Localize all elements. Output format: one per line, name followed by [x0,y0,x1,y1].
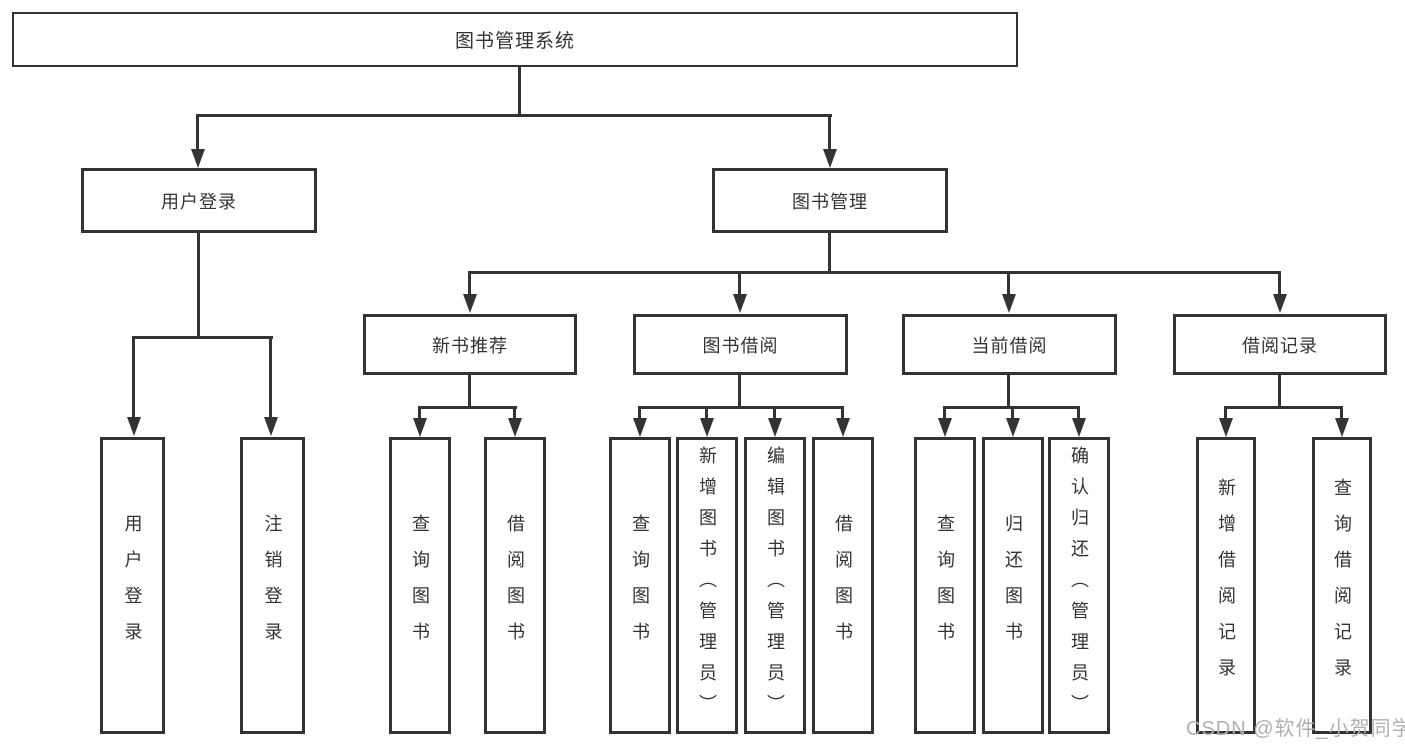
connector-line [943,406,946,420]
arrowhead-icon [938,418,952,437]
arrowhead-icon [508,418,522,437]
connector-line [418,406,517,409]
arrowhead-icon [700,418,714,437]
connector-line [1340,406,1343,420]
arrowhead-icon [1006,418,1020,437]
arrowhead-icon [1219,418,1233,437]
node-library-system-box: 图书管理系统 [12,12,1018,67]
connector-line [133,336,273,339]
arrowhead-icon [836,418,850,437]
leaf-logout-box: 注销登录 [240,437,305,734]
connector-line [1224,406,1343,409]
leaf-label: 查询图书 [935,513,955,658]
connector-line [738,375,741,409]
connector-line [197,114,832,117]
leaf-label: 编辑图书（管理员） [765,446,785,725]
connector-line [469,271,1281,274]
arrowhead-icon [768,418,782,437]
connector-line [638,406,844,409]
leaf-label: 借阅图书 [505,513,525,658]
leaf-add-borrow-record-box: 新增借阅记录 [1196,437,1256,734]
leaf-label: 查询图书 [630,513,650,658]
arrowhead-icon [463,294,477,313]
leaf-add-book-admin-box: 新增图书（管理员） [676,437,738,734]
connector-line [638,406,641,420]
connector-line [828,233,831,274]
leaf-confirm-return-admin-box: 确认归还（管理员） [1048,437,1110,734]
connector-line [269,336,272,418]
arrowhead-icon [733,294,747,313]
arrowhead-icon [413,418,427,437]
leaf-query-book-box: 查询图书 [609,437,671,734]
node-new-book-recommend-box: 新书推荐 [363,314,577,375]
arrowhead-icon [127,417,141,436]
connector-line [1278,375,1281,409]
connector-line [418,406,421,420]
leaf-borrow-book-box: 借阅图书 [484,437,546,734]
leaf-label: 确认归还（管理员） [1069,446,1089,725]
leaf-user-login-box: 用户登录 [100,437,165,734]
connector-line [1278,271,1281,295]
connector-line [1007,375,1010,409]
node-label: 图书管理 [792,191,868,212]
connector-line [468,271,471,295]
leaf-query-book-box: 查询图书 [914,437,976,734]
node-label: 借阅记录 [1242,335,1318,356]
node-book-borrow-box: 图书借阅 [633,314,848,375]
connector-line [132,336,135,418]
connector-line [841,406,844,420]
leaf-edit-book-admin-box: 编辑图书（管理员） [744,437,806,734]
leaf-return-book-box: 归还图书 [982,437,1044,734]
connector-line [828,114,831,150]
connector-line [197,233,200,336]
leaf-borrow-book-box: 借阅图书 [812,437,874,734]
node-label: 用户登录 [161,191,237,212]
leaf-label: 归还图书 [1003,513,1023,658]
arrowhead-icon [1072,418,1086,437]
node-current-borrow-box: 当前借阅 [902,314,1117,375]
connector-line [1007,271,1010,295]
node-borrow-record-box: 借阅记录 [1173,314,1387,375]
arrowhead-icon [191,149,205,168]
node-book-management-box: 图书管理 [712,168,948,233]
connector-line [705,406,708,420]
leaf-label: 借阅图书 [833,513,853,658]
arrowhead-icon [823,149,837,168]
node-label: 新书推荐 [432,335,508,356]
connector-line [1011,406,1014,420]
arrowhead-icon [1002,294,1016,313]
connector-line [1077,406,1080,420]
leaf-label: 新增借阅记录 [1216,477,1236,694]
leaf-query-book-box: 查询图书 [389,437,451,734]
arrowhead-icon [264,417,278,436]
node-label: 图书借阅 [702,335,779,356]
leaf-label: 查询图书 [410,513,430,658]
connector-line [738,271,741,295]
leaf-label: 查询借阅记录 [1332,477,1352,694]
node-label: 当前借阅 [971,335,1048,356]
arrowhead-icon [1273,294,1287,313]
leaf-query-borrow-record-box: 查询借阅记录 [1312,437,1372,734]
arrowhead-icon [633,418,647,437]
connector-line [513,406,516,420]
connector-line [773,406,776,420]
arrowhead-icon [1335,418,1349,437]
connector-line [196,114,199,150]
leaf-label: 注销登录 [262,513,283,658]
leaf-label: 用户登录 [122,513,143,658]
node-user-login-box: 用户登录 [81,168,317,233]
connector-line [518,67,521,114]
node-label: 图书管理系统 [454,31,575,52]
csdn-watermark: CSDN @软件_小贺同学 [1186,718,1405,740]
connector-line [468,375,471,409]
connector-line [1224,406,1227,420]
leaf-label: 新增图书（管理员） [697,446,717,725]
